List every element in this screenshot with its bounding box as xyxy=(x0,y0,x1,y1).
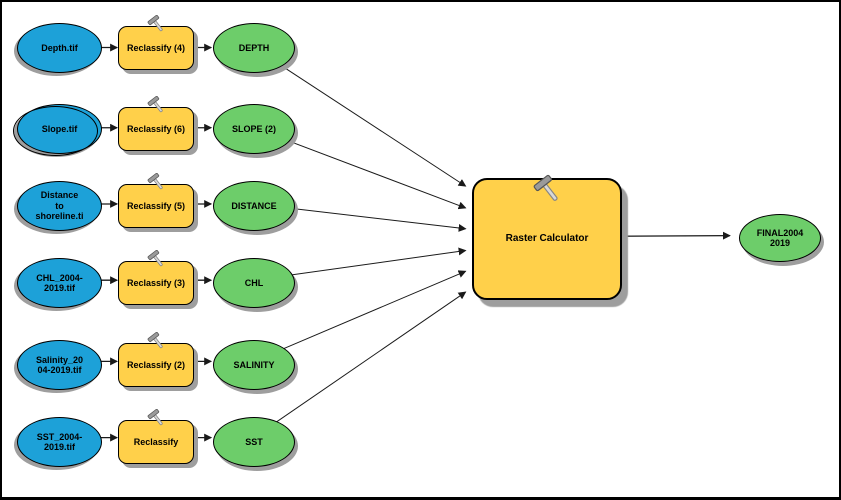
output-node-final[interactable]: FINAL2004 2019 xyxy=(739,214,821,262)
tool-node-label: Reclassify (5) xyxy=(126,200,186,211)
input-node-label: CHL_2004- 2019.tif xyxy=(36,272,83,294)
input-node-label: Salinity_20 04-2019.tif xyxy=(35,354,84,376)
input-node-label: Depth.tif xyxy=(41,42,78,53)
output-node-label: SST xyxy=(245,436,263,447)
output-node-sst[interactable]: SST xyxy=(213,417,295,467)
output-node-label: FINAL2004 2019 xyxy=(756,227,804,249)
tool-node-raster-calculator[interactable]: Raster Calculator xyxy=(472,174,622,300)
tool-node-label: Reclassify (2) xyxy=(126,359,186,370)
connector-depth-calculator[interactable] xyxy=(253,47,467,187)
output-node-label: CHL xyxy=(244,277,264,288)
input-node-label: SST_2004- 2019.tif xyxy=(36,431,83,453)
tool-node-label: Reclassify xyxy=(133,436,179,447)
tool-node-label: Reclassify (4) xyxy=(126,42,186,53)
tool-node-reclassify-2[interactable]: Reclassify (2) xyxy=(118,331,194,387)
input-node-slope[interactable]: Slope.tif xyxy=(13,104,102,156)
tool-node-label: Raster Calculator xyxy=(505,232,589,244)
hammer-icon xyxy=(531,174,563,208)
tool-node-reclassify-4[interactable]: Reclassify (4) xyxy=(118,14,194,70)
input-node-depth[interactable]: Depth.tif xyxy=(17,23,102,73)
input-node-sst[interactable]: SST_2004- 2019.tif xyxy=(17,417,102,467)
output-node-label: SLOPE (2) xyxy=(231,123,276,134)
output-node-chl[interactable]: CHL xyxy=(213,258,295,308)
output-node-label: DISTANCE xyxy=(231,200,277,211)
tool-node-reclassify[interactable]: Reclassify xyxy=(118,408,194,464)
output-node-salinity[interactable]: SALINITY xyxy=(213,340,295,390)
output-node-label: DEPTH xyxy=(238,42,270,53)
input-node-chl[interactable]: CHL_2004- 2019.tif xyxy=(17,258,102,308)
output-node-slope[interactable]: SLOPE (2) xyxy=(213,104,295,154)
connector-sst-calculator[interactable] xyxy=(253,291,467,439)
tool-node-reclassify-6[interactable]: Reclassify (6) xyxy=(118,95,194,151)
tool-node-reclassify-3[interactable]: Reclassify (3) xyxy=(118,249,194,305)
output-node-depth[interactable]: DEPTH xyxy=(213,23,295,73)
connector-salinity-calculator[interactable] xyxy=(253,270,467,362)
input-node-salinity[interactable]: Salinity_20 04-2019.tif xyxy=(17,340,102,390)
tool-node-label: Reclassify (3) xyxy=(126,277,186,288)
tool-node-reclassify-5[interactable]: Reclassify (5) xyxy=(118,172,194,228)
input-node-distance[interactable]: Distance to shoreline.ti xyxy=(17,181,102,231)
output-node-distance[interactable]: DISTANCE xyxy=(213,181,295,231)
input-node-label: Distance to shoreline.ti xyxy=(35,190,84,222)
input-node-label: Slope.tif xyxy=(41,123,78,134)
tool-node-label: Reclassify (6) xyxy=(126,123,186,134)
output-node-label: SALINITY xyxy=(233,359,275,370)
